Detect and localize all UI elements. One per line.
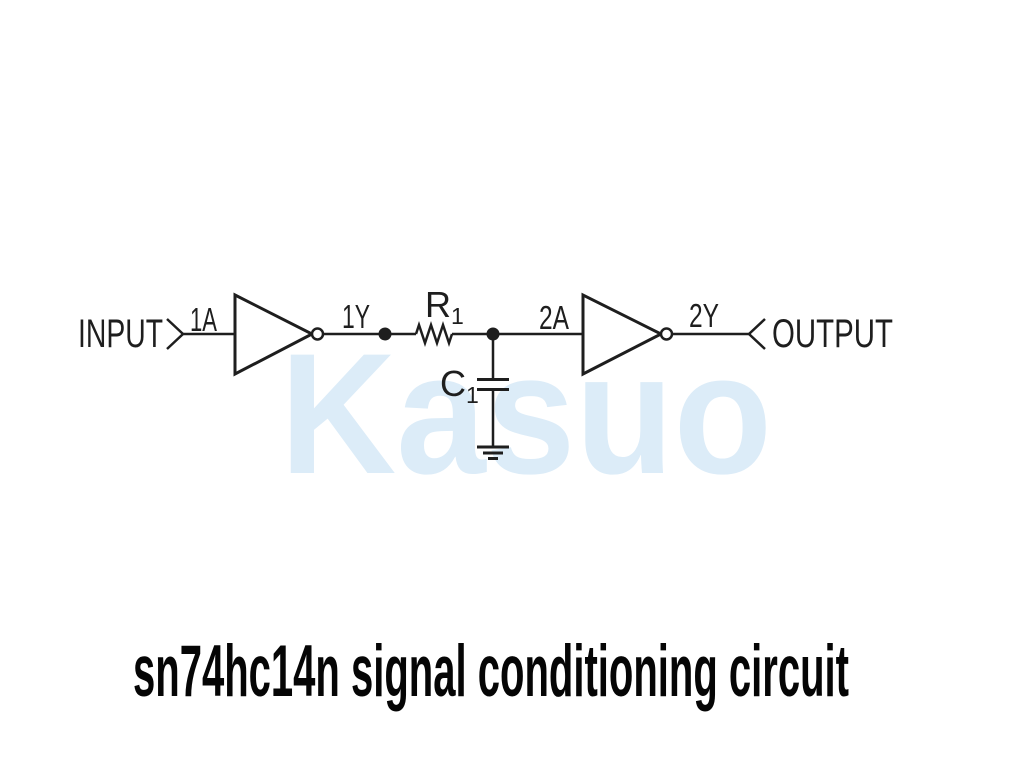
junction-dot-2 (486, 327, 500, 341)
circuit-junctions (378, 327, 500, 341)
input-terminal-chevron-icon (166, 318, 185, 350)
capacitor-c1-label-subscript: 1 (466, 382, 479, 408)
inverter1-bubble-icon (310, 327, 325, 341)
pin-2y-label: 2Y (689, 297, 719, 334)
pin-1y-label: 1Y (342, 298, 370, 335)
capacitor-c1-label: C1 (440, 363, 479, 408)
resistor-r1-label-subscript: 1 (451, 303, 464, 329)
inverter2-triangle-icon (581, 292, 665, 377)
circuit-labels: INPUT 1A 1Y R1 C1 2A 2Y OUTPUT (78, 284, 893, 408)
caption-title: sn74hc14n signal conditioning circuit (133, 631, 849, 712)
junction-dot-1 (378, 327, 392, 341)
resistor-r1-icon (414, 321, 454, 347)
inverter1-triangle-icon (233, 292, 316, 377)
pin-2a-label: 2A (539, 299, 569, 336)
output-terminal-chevron-icon (747, 318, 766, 350)
wire-segments (183, 332, 751, 447)
watermark-text: Kasuo (280, 318, 772, 510)
input-label: INPUT (78, 312, 163, 356)
capacitor-c1-icon (477, 378, 509, 391)
output-label: OUTPUT (772, 312, 893, 356)
circuit-gates (233, 292, 674, 377)
ground-icon (477, 445, 509, 460)
inverter2-bubble-icon (659, 327, 674, 341)
capacitor-c1-label-main: C (440, 363, 466, 404)
pin-1a-label: 1A (190, 301, 217, 338)
resistor-r1-label-main: R (425, 284, 451, 325)
resistor-r1-label: R1 (425, 284, 464, 329)
